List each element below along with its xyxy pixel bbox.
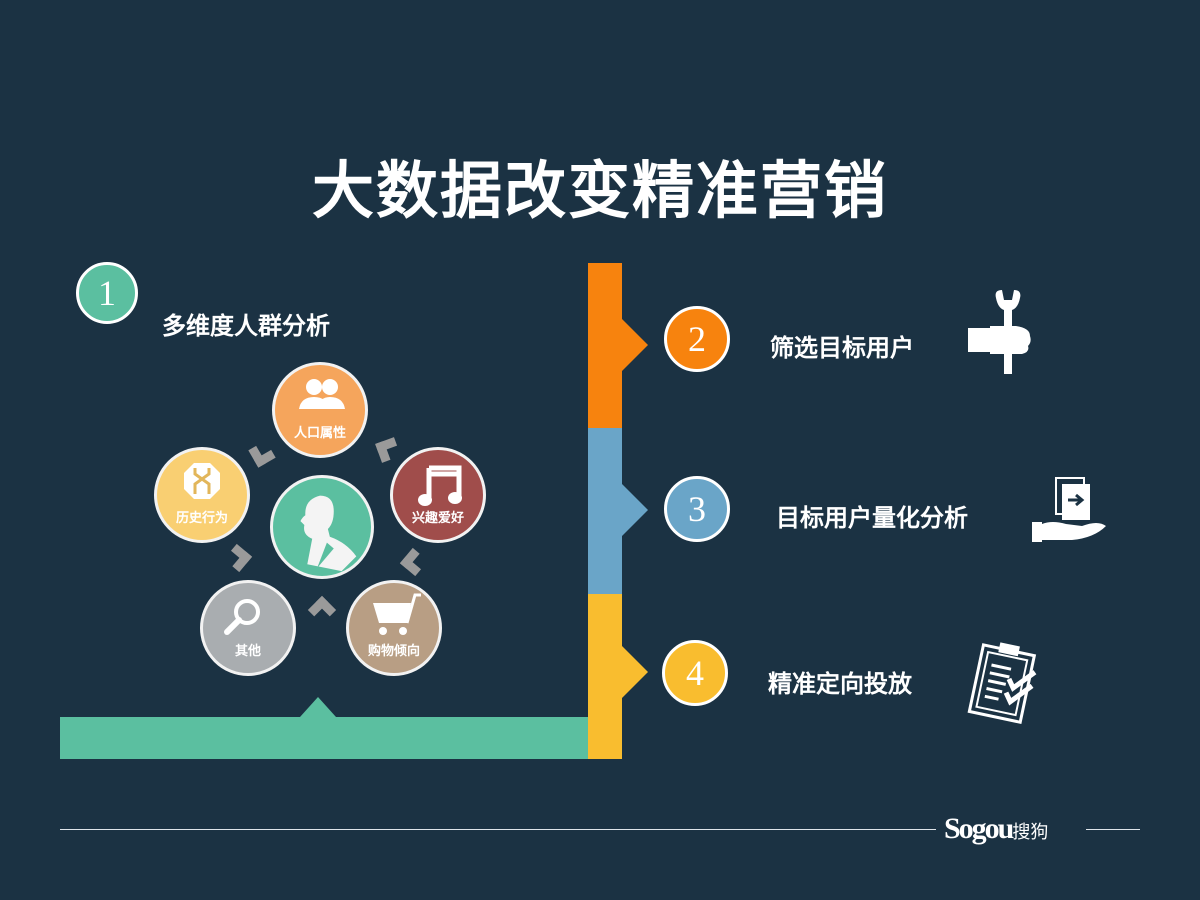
cycle-node-demographics: 人口属性 <box>272 362 368 458</box>
cycle-center <box>270 475 374 579</box>
music-note-icon <box>418 465 462 506</box>
step-4-bar <box>588 594 648 759</box>
cycle-arrow <box>248 440 276 468</box>
node-label: 其他 <box>234 644 261 659</box>
node-label: 人口属性 <box>293 426 346 441</box>
base-bar-pointer <box>300 697 336 717</box>
wrench-hand-icon <box>968 290 1031 374</box>
step-3-number: 3 <box>664 476 730 542</box>
cycle-node-shopping: 购物倾向 <box>346 580 442 676</box>
node-label: 购物倾向 <box>367 644 420 659</box>
node-label: 历史行为 <box>175 511 228 526</box>
cycle-arrow <box>307 595 337 625</box>
magnifier-icon <box>224 599 260 635</box>
road-sign-icon <box>184 463 220 499</box>
hand-document-icon <box>1032 477 1106 542</box>
step-4-number: 4 <box>662 640 728 706</box>
step-1-label: 多维度人群分析 <box>162 312 330 340</box>
step-3-bar <box>588 428 648 594</box>
step-2-bar <box>588 263 648 428</box>
footer-divider-right <box>1086 829 1140 830</box>
sogou-logo: Sogou搜狗 <box>944 812 1049 845</box>
cycle-node-other: 其他 <box>200 580 296 676</box>
node-label: 兴趣爱好 <box>411 511 464 526</box>
step-2-label: 筛选目标用户 <box>770 334 914 362</box>
person-silhouette-icon <box>300 495 357 572</box>
slide-title: 大数据改变精准营销 <box>311 154 888 227</box>
clipboard-check-icon <box>967 642 1037 725</box>
users-icon <box>299 379 345 409</box>
cycle-arrow <box>399 547 429 577</box>
step-4-label: 精准定向投放 <box>768 670 912 698</box>
base-bar <box>60 717 588 759</box>
step-3-label: 目标用户量化分析 <box>776 504 968 532</box>
step-2-number: 2 <box>664 306 730 372</box>
cycle-node-interests: 兴趣爱好 <box>390 447 486 543</box>
shopping-cart-icon <box>373 593 421 635</box>
step-1-number: 1 <box>76 262 138 324</box>
cycle-arrow <box>375 437 401 463</box>
cycle-node-history: 历史行为 <box>154 447 250 543</box>
footer-divider-left <box>60 829 936 830</box>
cycle-arrow <box>223 543 253 573</box>
